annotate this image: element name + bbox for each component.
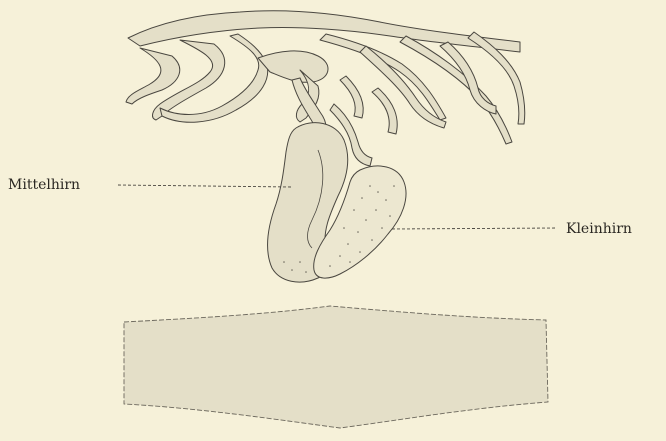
label-kleinhirn: Kleinhirn	[566, 222, 632, 236]
leader-line-right	[392, 228, 556, 229]
lower-section	[124, 306, 548, 428]
leader-line-left	[118, 185, 292, 187]
label-mittelhirn: Mittelhirn	[8, 178, 80, 192]
